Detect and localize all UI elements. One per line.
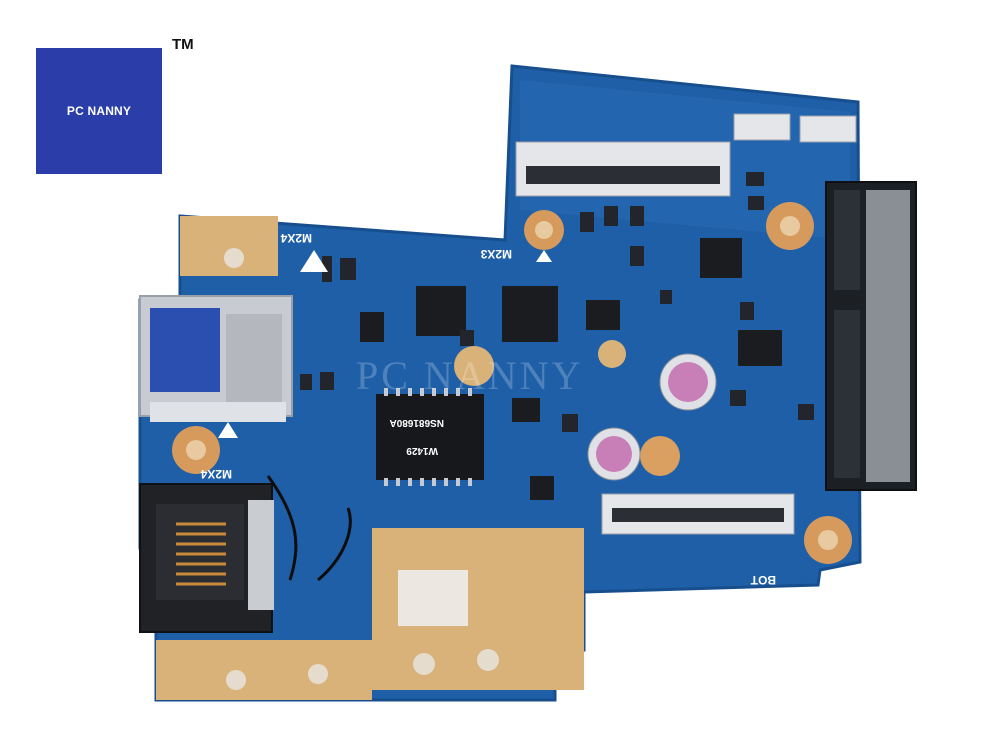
brand-logo: PC NANNY bbox=[36, 48, 162, 174]
silk-mount-top: M2X4 bbox=[280, 231, 312, 245]
watermark: PC NANNY bbox=[356, 353, 584, 398]
silk-mount-left: M2X4 bbox=[200, 467, 232, 481]
lan-transformer-chip bbox=[376, 394, 484, 480]
silk-chip-label-2: W1429 bbox=[406, 445, 438, 456]
silk-chip-label-1: NS681680A bbox=[390, 417, 444, 428]
silk-mount-upper-mid: M2X3 bbox=[480, 247, 512, 261]
gold-pad-bottom-left bbox=[156, 640, 372, 700]
gold-pad-top-left bbox=[180, 216, 278, 276]
controller-chip-1 bbox=[416, 286, 466, 336]
silk-board-edge: BOT bbox=[750, 573, 776, 587]
trademark-symbol: TM bbox=[172, 36, 194, 53]
controller-chip-2 bbox=[502, 286, 558, 342]
brand-logo-text: PC NANNY bbox=[66, 104, 132, 118]
